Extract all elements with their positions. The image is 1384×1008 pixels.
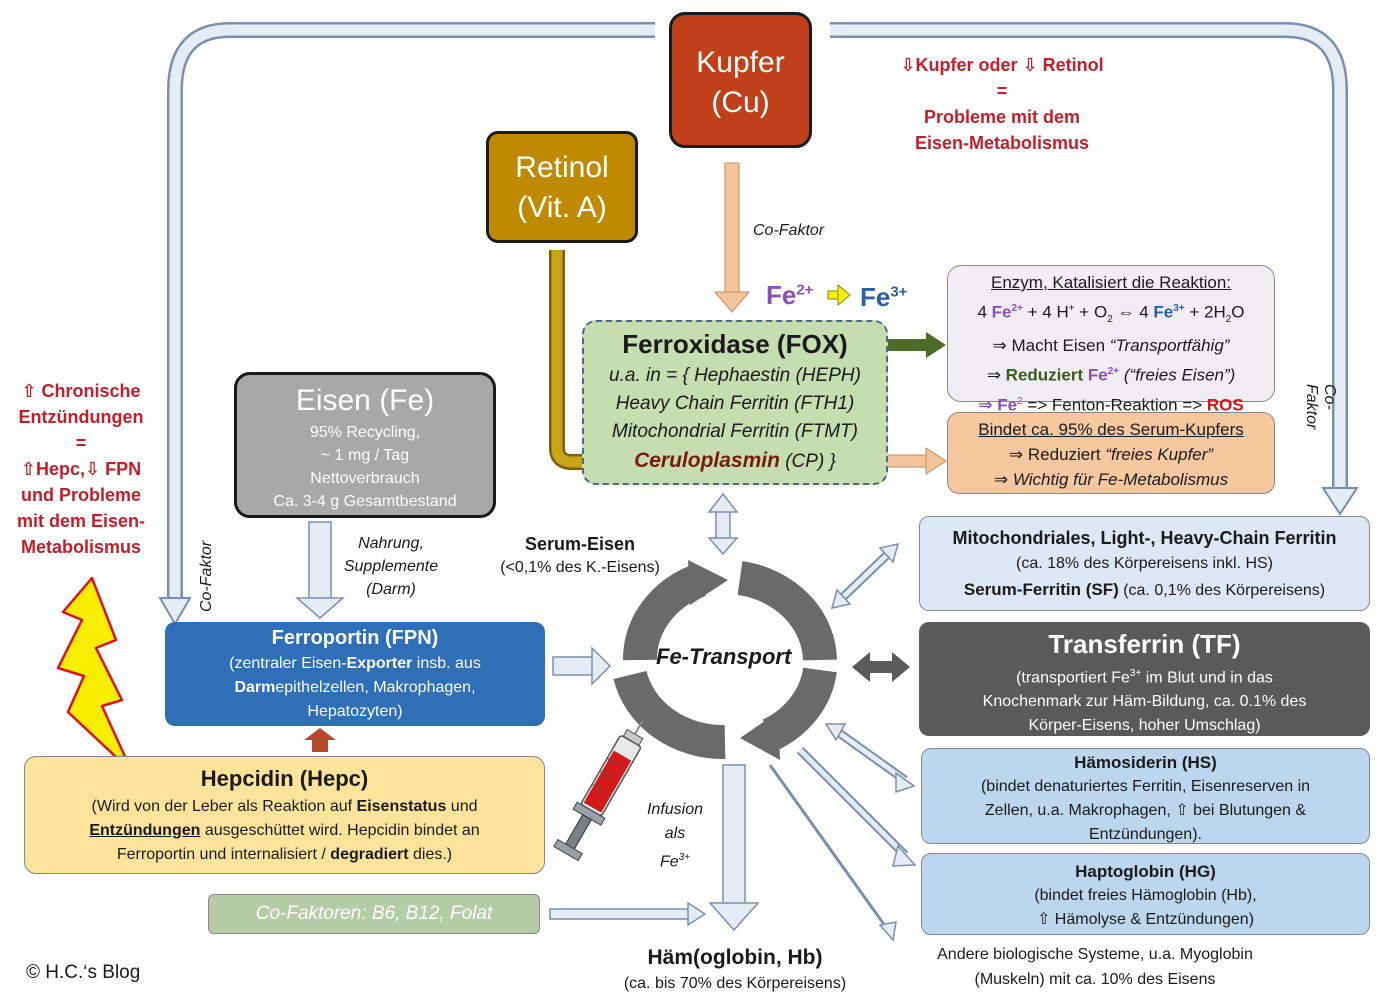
- transport-transferrin-arrow: [892, 652, 910, 682]
- ferritin-box: Mitochondriales, Light-, Heavy-Chain Fer…: [919, 516, 1370, 611]
- cofaktoren-to-haem-arrow: [687, 901, 707, 927]
- andere-label: Andere biologische Systeme, u.a. Myoglob…: [937, 946, 1253, 988]
- transport-haemosiderin-arrow: [895, 771, 916, 794]
- fe-transport-label: Fe-Transport: [656, 644, 792, 669]
- retinol-subtitle: (Vit. A): [517, 191, 607, 224]
- cofaktor-label-kupfer: Co-Faktor: [753, 222, 825, 239]
- lightning-bolt-icon: [56, 576, 134, 774]
- fe-transport-cycle-top: [623, 563, 707, 661]
- eisen-box: Eisen (Fe) 95% Recycling, ~ 1 mg / Tag N…: [234, 372, 496, 518]
- cofaktor-label-right: Co-Faktor: [1303, 384, 1338, 430]
- retinol-box: Retinol (Vit. A): [486, 131, 638, 243]
- loop-arrow-left-head: [158, 597, 192, 627]
- fox-box: Ferroxidase (FOX) u.a. in = { Hephaestin…: [582, 320, 888, 485]
- kupfer-to-fox-arrow: [713, 291, 751, 313]
- transport-andere-arrow: [878, 921, 897, 942]
- fox-transport-arrow: [707, 492, 739, 513]
- transport-haem-arrow: [708, 902, 760, 932]
- haptoglobin-box: Haptoglobin (HG) (bindet freies Hämoglob…: [921, 853, 1370, 935]
- fox-to-enzym-arrow: [926, 332, 946, 358]
- kupfer-box: Kupfer (Cu): [669, 12, 812, 148]
- hepcidin-title: Hepcidin (Hepc): [200, 766, 369, 791]
- cofaktoren-box: Co-Faktoren: B6, B12, Folat: [208, 894, 540, 934]
- fe3-symbol: Fe: [860, 282, 891, 312]
- cp-box: Bindet ca. 95% des Serum-Kupfers ⇒ Reduz…: [947, 412, 1275, 494]
- nahrung-label: Nahrung, Supplemente (Darm): [343, 535, 439, 598]
- infusion-label: Infusion als Fe3+: [646, 801, 704, 871]
- haem-label: Häm(oglobin, Hb) (ca. bis 70% des Körper…: [623, 946, 847, 992]
- cofaktor-label-fpn: Co-Faktor: [198, 540, 215, 612]
- fpn-title: Ferroportin (FPN): [271, 627, 439, 649]
- transport-haptoglobin-arrow: [892, 844, 917, 867]
- haemosiderin-box: Hämosiderin (HS) (bindet denaturiertes F…: [921, 748, 1370, 844]
- cp-to-cpbox-arrow: [925, 447, 947, 475]
- hepcidin-to-fpn-arrow: [304, 728, 336, 740]
- ceruloplasmin: Ceruloplasmin: [634, 449, 780, 472]
- fpn-to-transport-arrow: [591, 646, 612, 686]
- kupfer-symbol: (Cu): [711, 86, 770, 119]
- loop-arrow-right-head: [1321, 487, 1359, 516]
- fpn-box: Ferroportin (FPN) (zentraler Eisen-Expor…: [165, 622, 545, 726]
- kupfer-label: Kupfer: [696, 46, 785, 79]
- fe-conversion-arrow: [837, 283, 851, 307]
- retinol-label: Retinol: [515, 151, 609, 184]
- transferrin-title: Transferrin (TF): [1048, 629, 1241, 659]
- syringe-icon: [553, 720, 644, 862]
- fe-conversion: Fe2+: [766, 280, 814, 310]
- enzym-equation: 4 Fe2+ + 4 H+ + O2 ⇔ 4 Fe3+ + 2H2O: [977, 302, 1245, 326]
- transferrin-box: Transferrin (TF) (transportiert Fe3+ im …: [919, 622, 1370, 736]
- hepcidin-box: Hepcidin (Hepc) (Wird von der Leber als …: [24, 756, 545, 874]
- fe3-label: Fe3+: [860, 282, 908, 312]
- eisen-to-fpn-arrow: [294, 597, 346, 619]
- eisen-title: Eisen (Fe): [295, 384, 435, 417]
- fox-title: Ferroxidase (FOX): [622, 329, 848, 359]
- enzym-box: Enzym, Katalisiert die Reaktion: 4 Fe2+ …: [947, 265, 1275, 414]
- fe2-symbol: Fe: [766, 280, 797, 310]
- copyright: © H.C.‘s Blog: [26, 962, 141, 983]
- serum-eisen-label: Serum-Eisen (<0,1% des K.-Eisens): [500, 534, 660, 576]
- warning-left: ⇧ Chronische Entzündungen = ⇧Hepc,⇩ FPN …: [16, 381, 146, 557]
- transport-ferritin-arrow: [878, 542, 900, 564]
- warning-top: ⇩Kupfer oder ⇩ Retinol = Probleme mit de…: [900, 55, 1104, 153]
